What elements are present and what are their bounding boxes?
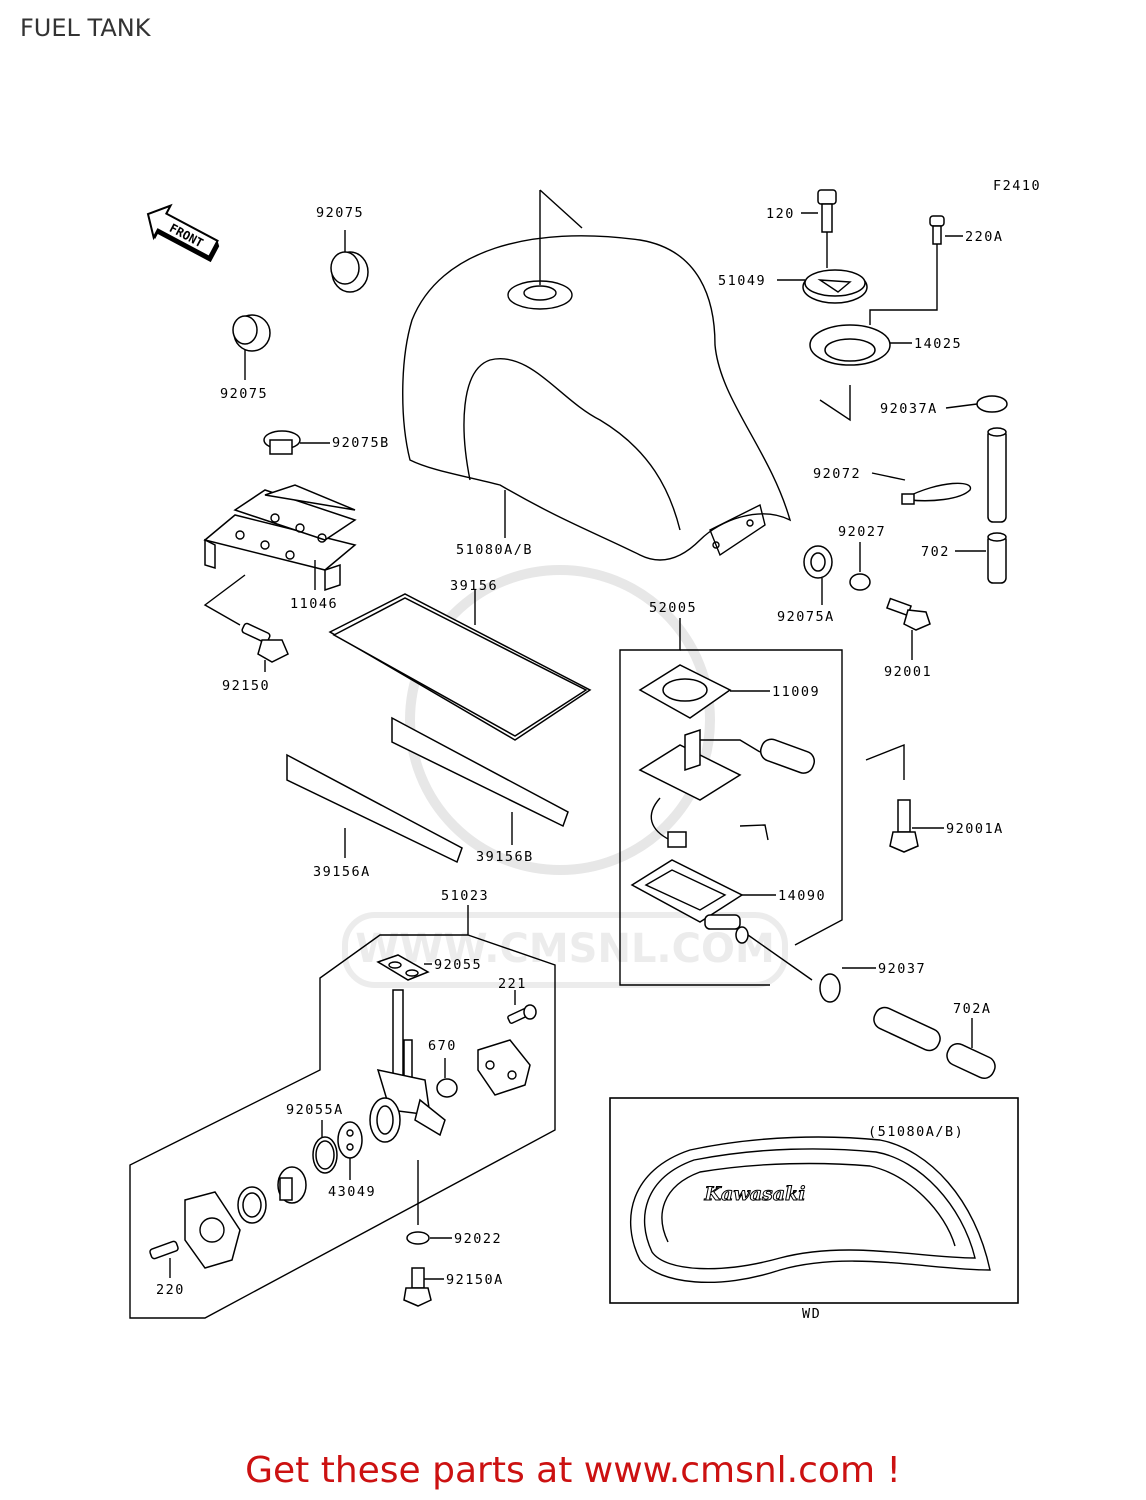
footer-link[interactable]: Get these parts at www.cmsnl.com ! <box>245 1450 901 1491</box>
fuel-cock-box <box>129 905 556 1319</box>
label-92037: 92037 <box>878 961 926 977</box>
label-702A: 702A <box>953 1001 992 1017</box>
label-92022: 92022 <box>454 1231 502 1247</box>
inset-ref-label: (51080A/B) <box>868 1124 964 1140</box>
label-92055: 92055 <box>434 957 482 973</box>
bracket-11046 <box>203 484 357 626</box>
bolt-92001A <box>865 743 919 853</box>
label-92055A: 92055A <box>286 1102 344 1118</box>
cover-plate <box>477 1039 531 1096</box>
label-670: 670 <box>428 1038 457 1054</box>
label-92001A: 92001A <box>946 821 1004 837</box>
label-39156: 39156 <box>450 578 498 594</box>
page-title: FUEL TANK <box>20 14 151 42</box>
bolt-92150A <box>403 1267 432 1307</box>
label-92027: 92027 <box>838 524 886 540</box>
label-11009: 11009 <box>772 684 820 700</box>
sender-unit <box>638 728 816 848</box>
bolt-120 <box>817 189 837 268</box>
inset-note: WD <box>802 1306 821 1322</box>
fuel-tank-drawing <box>402 189 792 561</box>
clip-92037A <box>976 395 1008 413</box>
clip-92037 <box>747 934 841 1003</box>
screw-220A <box>869 215 945 325</box>
damper-92075B <box>263 430 330 455</box>
front-arrow-icon: FRONT <box>146 203 220 263</box>
label-51080AB: 51080A/B <box>456 542 533 558</box>
lever-knob <box>277 1166 307 1204</box>
band-92072 <box>901 482 972 505</box>
label-220: 220 <box>156 1282 185 1298</box>
bolt-92001 <box>885 597 931 631</box>
hose-702-upper <box>987 427 1007 523</box>
label-39156B: 39156B <box>476 849 534 865</box>
sender-unit-box <box>619 618 843 986</box>
screw-221 <box>507 990 537 1024</box>
label-92150A: 92150A <box>446 1272 504 1288</box>
ring-14025 <box>809 324 891 366</box>
pad-39156 <box>328 590 592 741</box>
label-92075B: 92075B <box>332 435 390 451</box>
grommet-92075A <box>803 545 833 579</box>
fuel-cock <box>369 989 446 1143</box>
label-39156A: 39156A <box>313 864 371 880</box>
bolt-92150 <box>241 622 289 672</box>
diagram-code: F2410 <box>993 178 1041 194</box>
gasket-92055 <box>376 954 430 981</box>
label-11046: 11046 <box>290 596 338 612</box>
decal-inset <box>609 1097 1019 1304</box>
label-120: 120 <box>766 206 795 222</box>
washer-ring <box>237 1186 267 1224</box>
cap-51049 <box>802 269 868 304</box>
hose-702-lower <box>987 532 1007 584</box>
label-702: 702 <box>921 544 950 560</box>
damper-92075-left <box>232 314 271 352</box>
hose-702A <box>873 1006 996 1079</box>
label-92075A: 92075A <box>777 609 835 625</box>
label-220A: 220A <box>965 229 1004 245</box>
washer-92027 <box>849 573 871 591</box>
pad-39156B <box>391 716 569 845</box>
filter-14090 <box>630 859 749 944</box>
screw-220 <box>149 1240 179 1260</box>
label-92075-left: 92075 <box>220 386 268 402</box>
washer-92022 <box>406 1160 430 1245</box>
label-43049: 43049 <box>328 1184 376 1200</box>
oring-92055A <box>312 1136 338 1174</box>
label-51023: 51023 <box>441 888 489 904</box>
label-51049: 51049 <box>718 273 766 289</box>
watermark-text: WWW.CMSNL.COM <box>355 926 775 972</box>
label-92001: 92001 <box>884 664 932 680</box>
label-14025: 14025 <box>914 336 962 352</box>
lever-plate <box>184 1191 241 1269</box>
label-14090: 14090 <box>778 888 826 904</box>
label-92072: 92072 <box>813 466 861 482</box>
pad-39156A <box>286 753 463 864</box>
label-52005: 52005 <box>649 600 697 616</box>
inset-brand: Kawasaki <box>704 1183 806 1205</box>
label-221: 221 <box>498 976 527 992</box>
label-92150: 92150 <box>222 678 270 694</box>
damper-92075-top <box>330 230 369 293</box>
gasket-43049 <box>337 1121 363 1159</box>
label-92075-top: 92075 <box>316 205 364 221</box>
label-92037A: 92037A <box>880 401 938 417</box>
oring-670 <box>436 1058 458 1098</box>
gasket-11009 <box>638 664 732 719</box>
